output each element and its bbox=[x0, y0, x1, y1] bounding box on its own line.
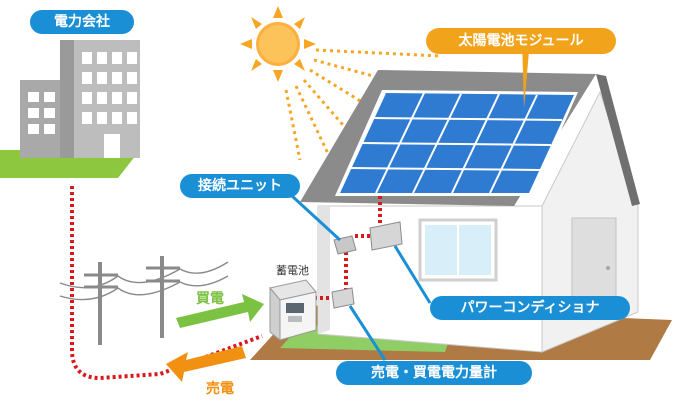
power-company-building bbox=[0, 40, 140, 178]
purchase-label: 買電 bbox=[196, 291, 224, 307]
meter-label: 売電・買電電力量計 bbox=[336, 361, 532, 385]
utility-poles bbox=[59, 256, 229, 345]
purchase-arrow bbox=[176, 294, 264, 328]
sale-label: 売電 bbox=[206, 381, 234, 397]
storage-battery-unit bbox=[269, 279, 317, 342]
power-conditioner-label: パワーコンディショナ bbox=[430, 296, 630, 320]
meter-device bbox=[331, 287, 355, 309]
sun-icon bbox=[240, 6, 316, 82]
sale-arrow bbox=[166, 346, 246, 382]
junction-unit-label: 接続ユニット bbox=[180, 174, 300, 198]
solar-panel bbox=[335, 90, 578, 196]
power-conditioner-device bbox=[369, 221, 403, 251]
solar-module-label: 太陽電池モジュール bbox=[426, 28, 616, 54]
storage-battery-label: 蓄電池 bbox=[276, 264, 309, 277]
power-wiring bbox=[70, 186, 382, 381]
power-company-label: 電力会社 bbox=[30, 10, 134, 34]
